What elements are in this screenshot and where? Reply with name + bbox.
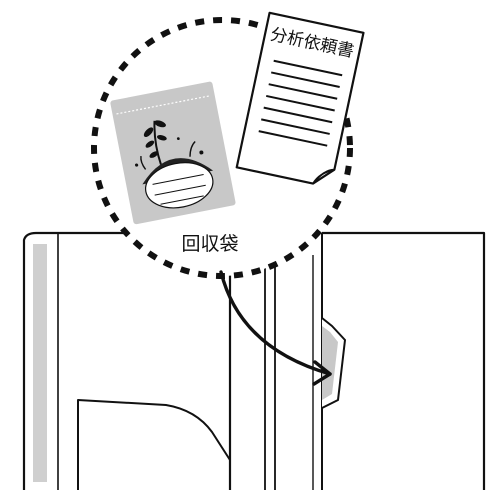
- box-illustration: [22, 231, 486, 490]
- bag-zip-line: [116, 95, 211, 115]
- bag-slot-gray: [322, 326, 338, 400]
- bag-label: 回収袋: [181, 233, 238, 255]
- arrow-head: [312, 360, 332, 386]
- recovery-bag: [110, 81, 236, 225]
- arrow-shaft: [219, 270, 332, 376]
- document-curl: [312, 168, 335, 185]
- document-paper: [235, 11, 365, 185]
- box-side-stripe: [33, 244, 47, 482]
- box-right-panel: [322, 231, 486, 490]
- bag-label-line: [152, 173, 204, 185]
- analysis-request-document: 分析依頼書: [235, 11, 365, 185]
- document-text-lines: [258, 59, 343, 147]
- bag-label-line: [160, 195, 204, 205]
- box-left-panel: [22, 231, 232, 490]
- bag-label-line: [154, 184, 206, 196]
- curved-arrow-icon: [219, 270, 332, 386]
- bag-label-area: [145, 162, 214, 209]
- box-inner-flap: [77, 399, 231, 490]
